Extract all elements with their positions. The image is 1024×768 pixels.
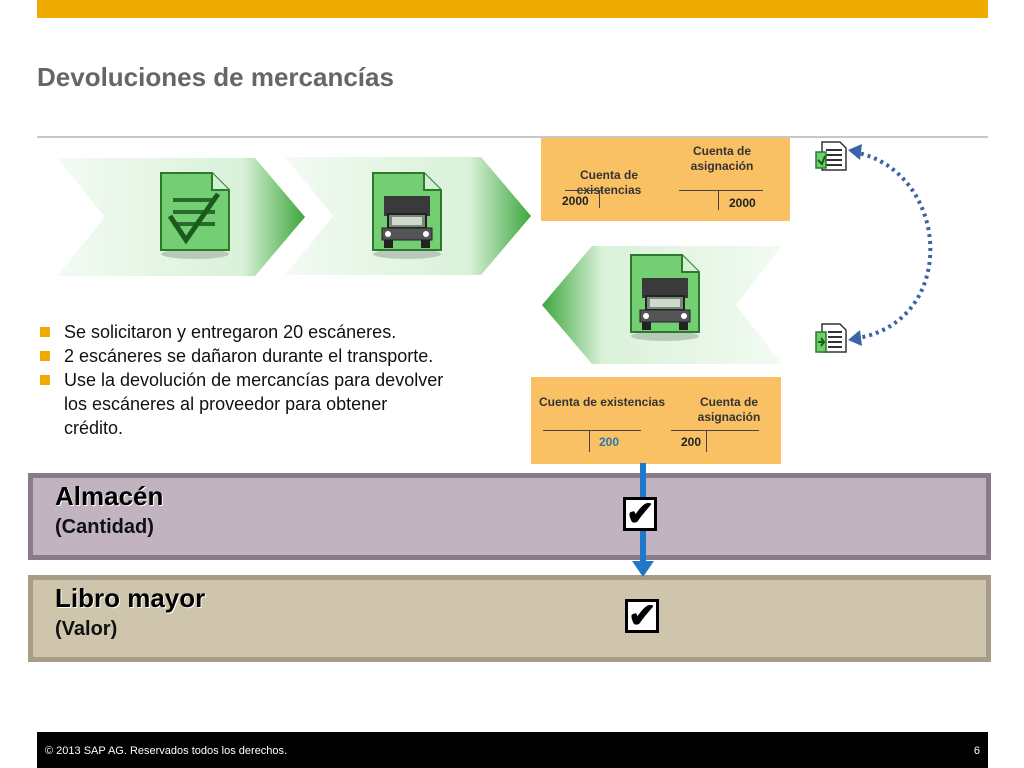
copyright-text: © 2013 SAP AG. Reservados todos los dere… xyxy=(45,745,288,757)
taccount-bottom-right-value: 200 xyxy=(681,435,702,449)
taccount-top-right-value: 2000 xyxy=(729,196,756,210)
document-check-icon xyxy=(160,172,230,259)
band-libro-mayor: Libro mayor (Valor) xyxy=(28,575,991,662)
taccount-bottom-left-vline xyxy=(589,430,590,452)
band-libro-subtitle: (Valor) xyxy=(55,618,118,640)
taccount-top-right-label: Cuenta de asignación xyxy=(690,144,754,173)
document-truck-icon xyxy=(372,172,442,259)
libro-check-icon: ✔ xyxy=(625,599,659,633)
page-title: Devoluciones de mercancías xyxy=(37,62,394,92)
taccount-top-left-vline xyxy=(599,190,600,208)
taccount-top-right-vline xyxy=(718,190,719,210)
bullet-list: Se solicitaron y entregaron 20 escáneres… xyxy=(38,320,498,440)
band-almacen-title: Almacén xyxy=(55,481,164,511)
taccount-bottom-right-label: Cuenta de asignación xyxy=(697,395,761,424)
document-return-icon xyxy=(815,323,847,353)
band-libro-title: Libro mayor xyxy=(55,583,206,613)
almacen-check-icon: ✔ xyxy=(623,497,657,531)
taccount-top-right-hline xyxy=(679,190,763,191)
taccount-bottom-left-label: Cuenta de existencias xyxy=(538,395,666,409)
document-list-icon xyxy=(815,141,847,171)
page-number: 6 xyxy=(973,745,980,757)
footer: © 2013 SAP AG. Reservados todos los dere… xyxy=(37,732,988,768)
taccount-bottom-right-vline xyxy=(706,430,707,452)
top-accent-bar xyxy=(37,0,988,18)
dotted-double-arrow xyxy=(848,144,933,346)
document-truck-icon xyxy=(630,254,700,341)
taccount-bottom-right-hline xyxy=(671,430,759,431)
taccount-bottom-left-hline xyxy=(543,430,641,431)
bullet-item: 2 escáneres se dañaron durante el transp… xyxy=(38,344,498,368)
taccount-bottom: Cuenta de existencias Cuenta de asignaci… xyxy=(531,377,781,464)
band-almacen-subtitle: (Cantidad) xyxy=(55,516,154,538)
taccount-top-left-hline xyxy=(565,190,603,191)
bullet-item: Se solicitaron y entregaron 20 escáneres… xyxy=(38,320,498,344)
bullet-item: Use la devolución de mercancías para dev… xyxy=(38,368,444,440)
taccount-top: Cuenta de existencias Cuenta de asignaci… xyxy=(541,138,790,221)
taccount-top-left-value: 2000 xyxy=(562,194,589,208)
taccount-top-left-label: Cuenta de existencias xyxy=(576,168,642,197)
title-divider xyxy=(37,136,988,138)
band-almacen: Almacén (Cantidad) xyxy=(28,473,991,560)
taccount-bottom-left-value: 200 xyxy=(599,435,620,449)
